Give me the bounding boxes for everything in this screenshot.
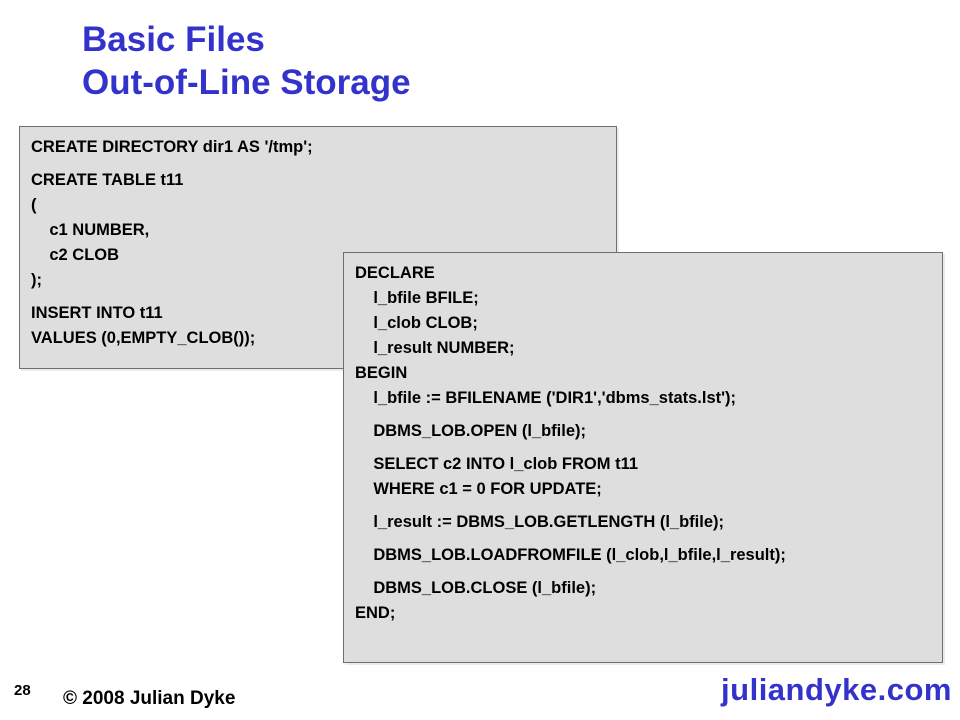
code-block: DECLARE l_bfile BFILE; l_clob CLOB; l_re…	[355, 261, 942, 411]
slide-title: Basic Files Out-of-Line Storage	[82, 18, 411, 104]
code-block: l_result := DBMS_LOB.GETLENGTH (l_bfile)…	[355, 510, 942, 535]
code-line: DECLARE	[355, 264, 435, 282]
copyright-text: © 2008 Julian Dyke	[63, 688, 236, 709]
page-number: 28	[14, 682, 31, 699]
code-block: CREATE TABLE t11 ( c1 NUMBER, c2 CLOB);	[31, 168, 616, 293]
code-line: CREATE DIRECTORY dir1 AS '/tmp';	[31, 138, 313, 156]
code-line: WHERE c1 = 0 FOR UPDATE;	[355, 480, 602, 498]
code-line: CREATE TABLE t11	[31, 171, 184, 189]
brand-logo-text: juliandyke.com	[721, 672, 952, 707]
title-line-1: Basic Files	[82, 20, 265, 59]
code-block: DBMS_LOB.OPEN (l_bfile);	[355, 419, 942, 444]
code-line: l_clob CLOB;	[355, 314, 478, 332]
code-line: (	[31, 196, 37, 214]
code-line: c2 CLOB	[31, 246, 120, 264]
code-line: BEGIN	[355, 364, 408, 382]
code-line: END;	[355, 604, 396, 622]
code-line: l_bfile := BFILENAME ('DIR1','dbms_stats…	[355, 389, 737, 407]
title-line-2: Out-of-Line Storage	[82, 63, 411, 102]
code-line: l_bfile BFILE;	[355, 289, 479, 307]
code-line: l_result := DBMS_LOB.GETLENGTH (l_bfile)…	[355, 513, 724, 531]
code-block: DBMS_LOB.LOADFROMFILE (l_clob,l_bfile,l_…	[355, 543, 942, 568]
code-box-create-table: CREATE DIRECTORY dir1 AS '/tmp'; CREATE T…	[19, 126, 617, 369]
code-line: DBMS_LOB.OPEN (l_bfile);	[355, 422, 587, 440]
code-line: );	[31, 271, 42, 289]
code-line: VALUES (0,EMPTY_CLOB());	[31, 329, 256, 347]
code-block: DBMS_LOB.CLOSE (l_bfile); END;	[355, 576, 942, 626]
code-line: c1 NUMBER,	[31, 221, 150, 239]
code-block: SELECT c2 INTO l_clob FROM t11 WHERE c1 …	[355, 452, 942, 502]
code-line: l_result NUMBER;	[355, 339, 515, 357]
code-box-plsql-block: DECLARE l_bfile BFILE; l_clob CLOB; l_re…	[343, 252, 943, 663]
code-line: DBMS_LOB.CLOSE (l_bfile);	[355, 579, 597, 597]
code-line: SELECT c2 INTO l_clob FROM t11	[355, 455, 639, 473]
code-block: CREATE DIRECTORY dir1 AS '/tmp';	[31, 135, 616, 160]
code-line: INSERT INTO t11	[31, 304, 163, 322]
code-line: DBMS_LOB.LOADFROMFILE (l_clob,l_bfile,l_…	[355, 546, 786, 564]
